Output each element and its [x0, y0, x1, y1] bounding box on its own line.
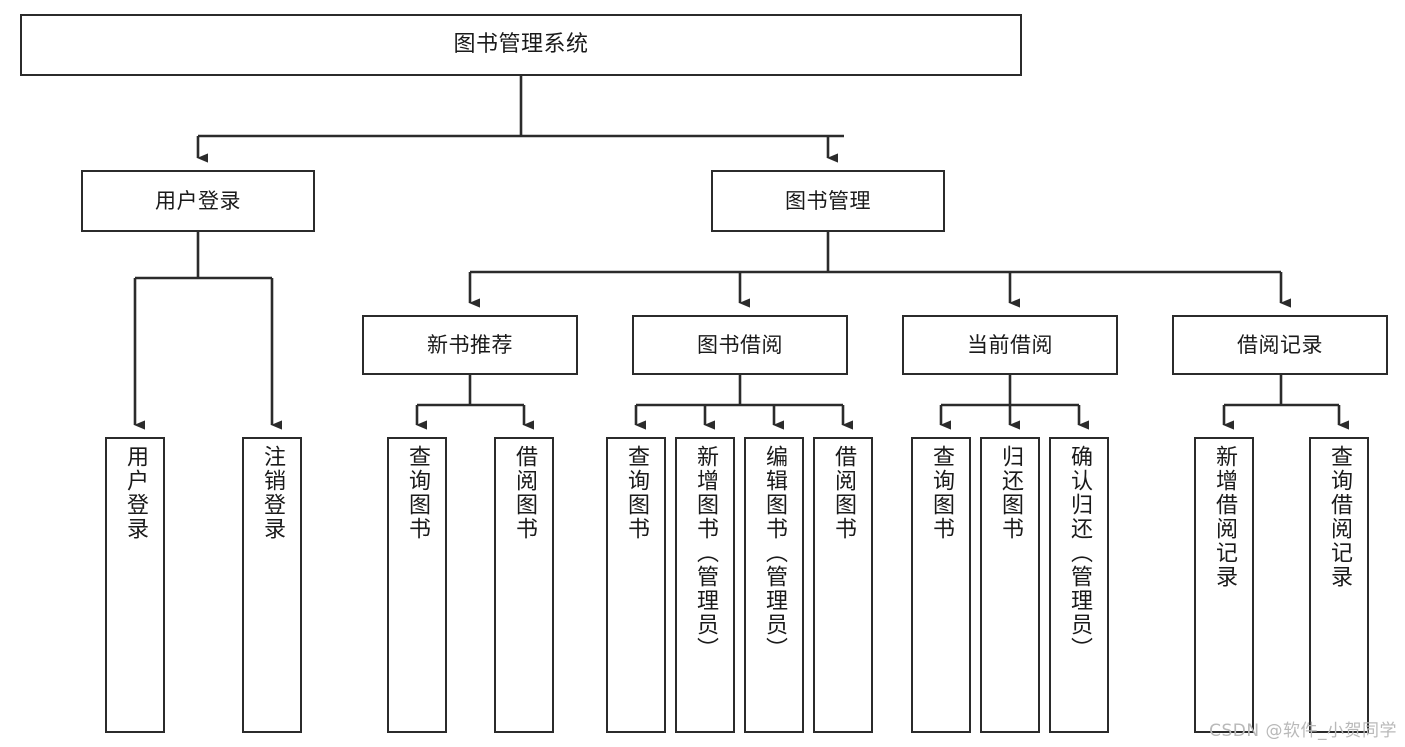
- node-leaf-query-book-3-label: 查询图书: [929, 445, 954, 541]
- node-book-borrow[interactable]: 图书借阅: [632, 315, 848, 375]
- node-leaf-borrow-book-1-label: 借阅图书: [512, 445, 537, 541]
- node-leaf-query-book-2-label: 查询图书: [624, 445, 649, 541]
- node-leaf-add-record-label: 新增借阅记录: [1212, 445, 1237, 589]
- node-new-book-rec-label: 新书推荐: [427, 332, 513, 357]
- node-leaf-borrow-book-2-label: 借阅图书: [831, 445, 856, 541]
- node-leaf-edit-book[interactable]: 编辑图书（管理员）: [744, 437, 804, 733]
- node-leaf-query-book-1-label: 查询图书: [405, 445, 430, 541]
- node-user-login-label: 用户登录: [155, 188, 241, 213]
- node-leaf-edit-book-label: 编辑图书（管理员）: [762, 445, 787, 661]
- node-leaf-add-book[interactable]: 新增图书（管理员）: [675, 437, 735, 733]
- node-leaf-query-record[interactable]: 查询借阅记录: [1309, 437, 1369, 733]
- node-current-borrow[interactable]: 当前借阅: [902, 315, 1118, 375]
- node-leaf-confirm-return[interactable]: 确认归还（管理员）: [1049, 437, 1109, 733]
- node-borrow-record[interactable]: 借阅记录: [1172, 315, 1388, 375]
- node-leaf-confirm-return-label: 确认归还（管理员）: [1067, 445, 1092, 661]
- node-book-manage-label: 图书管理: [785, 188, 871, 213]
- node-leaf-logout[interactable]: 注销登录: [242, 437, 302, 733]
- csdn-watermark: CSDN @软件_小贺同学: [1209, 721, 1397, 741]
- node-leaf-query-book-1[interactable]: 查询图书: [387, 437, 447, 733]
- node-leaf-add-book-label: 新增图书（管理员）: [693, 445, 718, 661]
- node-leaf-query-book-2[interactable]: 查询图书: [606, 437, 666, 733]
- node-leaf-user-login[interactable]: 用户登录: [105, 437, 165, 733]
- node-user-login[interactable]: 用户登录: [81, 170, 315, 232]
- node-leaf-borrow-book-2[interactable]: 借阅图书: [813, 437, 873, 733]
- node-leaf-return-book-label: 归还图书: [998, 445, 1023, 541]
- node-root-label: 图书管理系统: [453, 32, 589, 58]
- node-current-borrow-label: 当前借阅: [967, 332, 1053, 357]
- node-borrow-record-label: 借阅记录: [1237, 332, 1323, 357]
- node-leaf-return-book[interactable]: 归还图书: [980, 437, 1040, 733]
- node-leaf-query-book-3[interactable]: 查询图书: [911, 437, 971, 733]
- node-leaf-logout-label: 注销登录: [260, 445, 285, 541]
- node-leaf-query-record-label: 查询借阅记录: [1327, 445, 1352, 589]
- node-new-book-rec[interactable]: 新书推荐: [362, 315, 578, 375]
- node-root[interactable]: 图书管理系统: [20, 14, 1022, 76]
- node-book-manage[interactable]: 图书管理: [711, 170, 945, 232]
- node-leaf-add-record[interactable]: 新增借阅记录: [1194, 437, 1254, 733]
- node-leaf-user-login-label: 用户登录: [123, 445, 148, 541]
- node-book-borrow-label: 图书借阅: [697, 332, 783, 357]
- node-leaf-borrow-book-1[interactable]: 借阅图书: [494, 437, 554, 733]
